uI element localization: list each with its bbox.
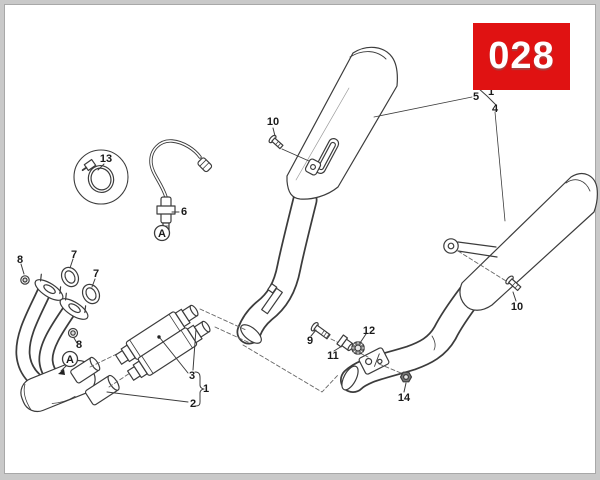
callout-3: 3 <box>189 370 195 382</box>
clamp-detail-circle <box>73 149 129 205</box>
gasket-ring-rear <box>81 283 101 305</box>
silencer-cartridges <box>114 304 211 381</box>
marker-a-header-circle <box>61 350 79 368</box>
callout-8-lower: 8 <box>76 339 82 351</box>
callout-labels: 13 6 A 8 7 7 8 A 3 1 2 10 5 1 4 10 9 11 … <box>17 86 523 410</box>
callout-1-group: 1 <box>203 383 209 395</box>
pipe-clamp <box>261 283 283 315</box>
mount-bracket-arm <box>443 238 498 258</box>
callout-7-front: 7 <box>71 249 77 261</box>
gasket-ring-front <box>60 266 80 288</box>
flange-nut-lower <box>67 327 79 339</box>
marker-a-header: A <box>66 354 74 366</box>
nut-12 <box>351 341 365 355</box>
bolt-9 <box>310 321 331 340</box>
muffler-inlet-flare <box>240 324 262 344</box>
table-number: 028 <box>488 35 555 77</box>
callout-13: 13 <box>100 153 112 165</box>
marker-a-sensor-circle <box>153 224 171 242</box>
alignment-dashes-center <box>199 308 339 393</box>
callout-8-top: 8 <box>17 254 23 266</box>
callout-7-rear: 7 <box>93 268 99 280</box>
lambda-sensor <box>149 139 213 231</box>
callout-5: 5 <box>473 91 479 103</box>
right-muffler <box>340 173 598 393</box>
spring-hook-plate <box>358 347 390 375</box>
callout-11: 11 <box>327 350 339 362</box>
exhaust-flange-rear <box>59 292 89 320</box>
callout-14: 14 <box>398 392 411 404</box>
callout-2: 2 <box>190 398 196 410</box>
leader-lines <box>20 87 517 407</box>
left-muffler <box>236 46 398 345</box>
callout-9: 9 <box>307 335 313 347</box>
callout-10-left: 10 <box>267 116 279 128</box>
header-pipes-assembly <box>15 266 120 413</box>
marker-a-sensor: A <box>158 228 166 240</box>
callout-10-right: 10 <box>511 301 523 313</box>
callout-6: 6 <box>181 206 187 218</box>
flange-nut-top <box>20 275 30 285</box>
fasteners <box>268 134 522 383</box>
muffler-inlet-flare <box>341 365 359 391</box>
callout-1-assembly: 1 <box>488 86 494 98</box>
table-number-badge: 028 <box>473 23 570 90</box>
callout-4: 4 <box>492 103 499 115</box>
nut-14 <box>399 371 413 383</box>
screw-10-right <box>505 275 522 292</box>
screw-10-left <box>268 134 284 150</box>
callout-12: 12 <box>363 325 375 337</box>
